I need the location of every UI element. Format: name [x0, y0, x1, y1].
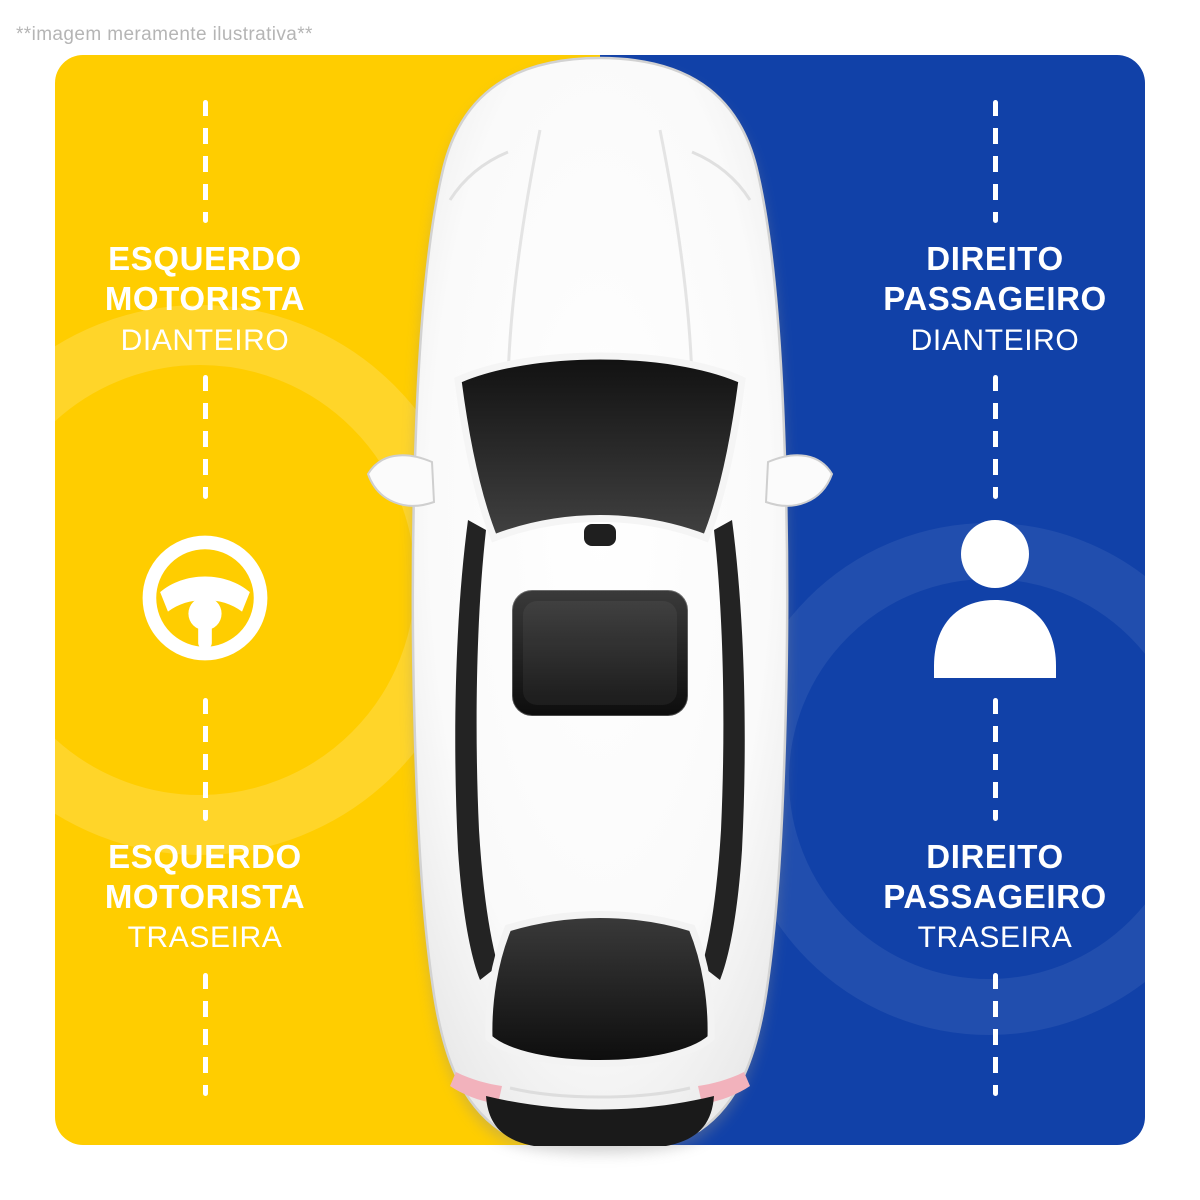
- label-rear-right: DIREITO PASSAGEIRO TRASEIRA: [883, 833, 1107, 961]
- dashed-divider: [992, 972, 998, 1096]
- dashed-divider: [202, 972, 208, 1096]
- passenger-side-guide: DIREITO PASSAGEIRO DIANTEIRO DIREITO PAS…: [825, 88, 1165, 1108]
- dashed-divider: [202, 100, 208, 224]
- driver-side-guide: ESQUERDO MOTORISTA DIANTEIRO ESQUERDO MO…: [35, 88, 375, 1108]
- label-line: MOTORISTA: [104, 280, 306, 317]
- steering-wheel-icon: [120, 511, 290, 686]
- label-line: TRASEIRA: [127, 921, 283, 955]
- label-line: ESQUERDO: [108, 837, 302, 875]
- label-line: ESQUERDO: [108, 240, 302, 278]
- label-line: PASSAGEIRO: [883, 280, 1107, 317]
- label-line: PASSAGEIRO: [883, 877, 1107, 915]
- label-front-right: DIREITO PASSAGEIRO DIANTEIRO: [883, 235, 1107, 363]
- label-line: DIANTEIRO: [910, 323, 1080, 357]
- label-rear-left: ESQUERDO MOTORISTA TRASEIRA: [105, 833, 305, 961]
- dashed-divider: [992, 100, 998, 224]
- dashed-divider: [202, 697, 208, 821]
- label-front-left: ESQUERDO MOTORISTA DIANTEIRO: [105, 235, 305, 363]
- label-line: DIANTEIRO: [120, 323, 290, 357]
- dashed-divider: [202, 375, 208, 499]
- label-line: MOTORISTA: [104, 877, 306, 915]
- label-line: TRASEIRA: [917, 921, 1073, 955]
- passenger-person-icon: [910, 511, 1080, 686]
- disclaimer-text: **imagem meramente ilustrativa**: [16, 24, 313, 45]
- label-line: DIREITO: [926, 837, 1064, 875]
- car-top-view-image: [366, 56, 834, 1153]
- dashed-divider: [992, 697, 998, 821]
- label-line: DIREITO: [926, 240, 1064, 278]
- dashed-divider: [992, 375, 998, 499]
